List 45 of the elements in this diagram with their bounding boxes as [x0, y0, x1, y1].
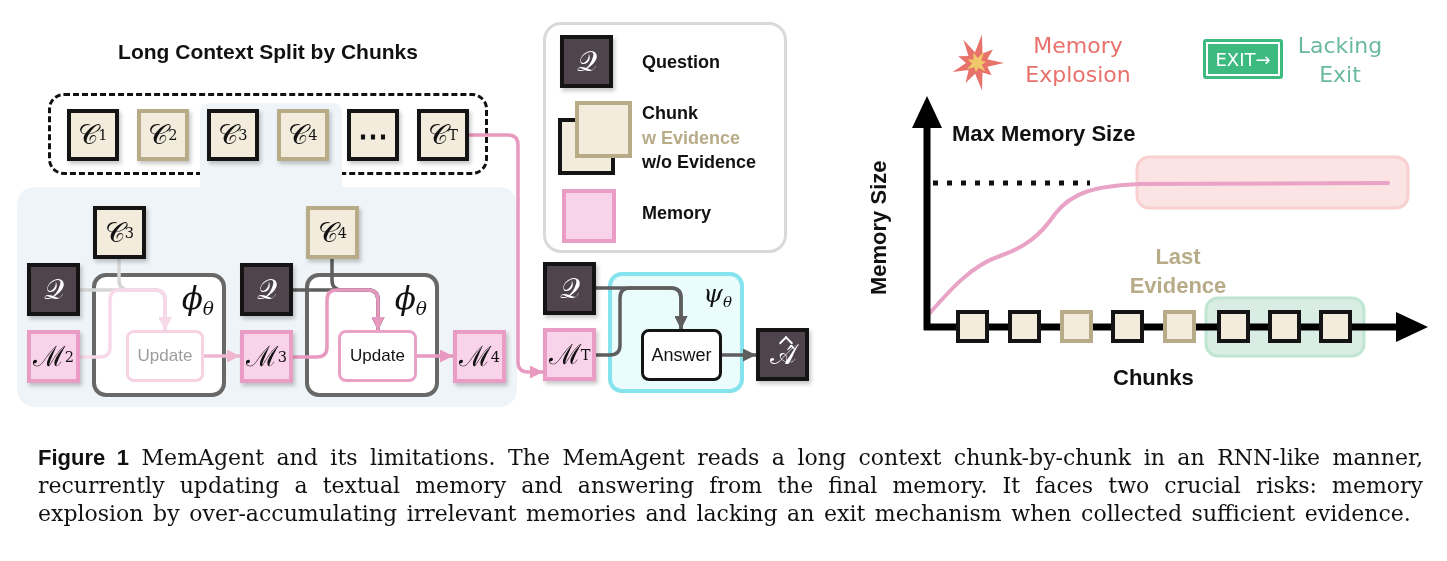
- question-box: 𝒬: [27, 263, 80, 316]
- figure-caption: Figure 1 MemAgent and its limitations. The MemAgent reads a long context chunk-by-chunk in an RNN-like manner, recurrently updating a textual memory and answering from the final memory. It faces two crucial risks: memory explosion by over-accumulating irrelevant memories and lacking an exit mechanism when collected sufficient evidence.: [38, 444, 1423, 528]
- update-box: Update: [338, 330, 417, 382]
- legend-label: Memory: [642, 202, 712, 224]
- legend-label: w Evidence: [642, 127, 741, 149]
- exit-sign: EXIT→: [1203, 39, 1283, 79]
- arrow: [204, 349, 240, 363]
- model-box: [92, 273, 226, 397]
- chunk-square: [1319, 310, 1352, 343]
- function-label: ψ$_{θ}$: [703, 280, 732, 308]
- chunk-square: [1217, 310, 1250, 343]
- chunk-square: [1268, 310, 1301, 343]
- model-box: [608, 272, 744, 393]
- function-label: ϕ$_{θ}$: [181, 281, 214, 316]
- arrow: [293, 288, 385, 359]
- legend-label: w/o Evidence: [642, 151, 757, 173]
- axis-title: Chunks: [1113, 365, 1193, 391]
- model-box: [305, 273, 439, 397]
- legend-label: Question: [642, 51, 720, 73]
- answer-box: Answer: [641, 329, 722, 381]
- chunk-square: [1060, 310, 1093, 343]
- arrow: [469, 133, 543, 379]
- answer-output-box: 𝒜̂: [756, 328, 809, 381]
- chart-annotation: Last Evidence: [1128, 243, 1228, 300]
- arrow: [417, 349, 453, 363]
- question-box: 𝒬: [240, 263, 293, 316]
- chunk-square: [1163, 310, 1196, 343]
- chunk-square: [956, 310, 989, 343]
- arrow: [80, 288, 172, 359]
- update-box: Update: [126, 330, 204, 382]
- risk-label: Lacking Exit: [1296, 32, 1384, 89]
- question-symbol: 𝒬: [560, 35, 613, 88]
- axis-title: Memory Size: [866, 159, 892, 298]
- arrow: [722, 348, 756, 362]
- group-title: Long Context Split by Chunks: [117, 40, 419, 64]
- legend-label: Chunk: [642, 102, 698, 124]
- function-label: ϕ$_{θ}$: [394, 281, 427, 316]
- ellipsis-box: ⋯: [347, 109, 399, 161]
- arrow: [596, 286, 688, 357]
- shaded-panel: [17, 103, 517, 407]
- question-box: 𝒬: [543, 262, 596, 315]
- risk-label: Memory Explosion: [1024, 32, 1132, 89]
- chart-annotation: Max Memory Size: [952, 121, 1136, 147]
- chunk-square: [1008, 310, 1041, 343]
- chunk-square: [1111, 310, 1144, 343]
